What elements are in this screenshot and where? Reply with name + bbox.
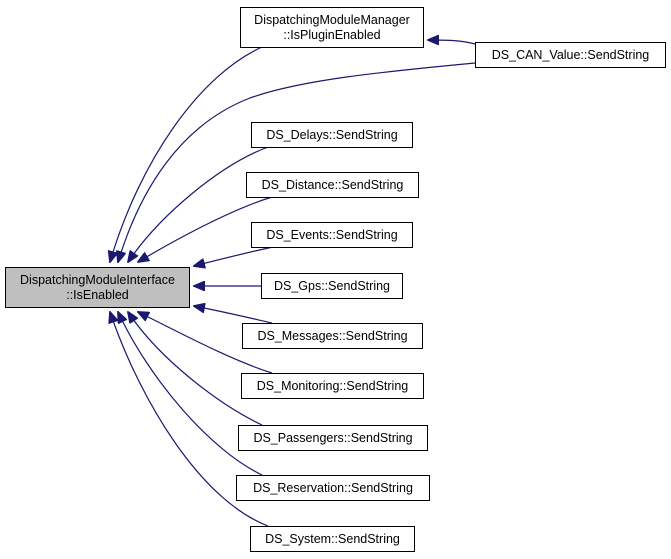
edge-messages-to-root	[194, 306, 273, 324]
edge-distance-to-root	[138, 196, 273, 262]
node-label: DS_Delays::SendString	[266, 127, 398, 142]
node-label: DS_Passengers::SendString	[253, 430, 413, 445]
node-reservation-send-string[interactable]: DS_Reservation::SendString	[236, 475, 430, 501]
edge-can-to-root	[118, 62, 476, 262]
node-monitoring-send-string[interactable]: DS_Monitoring::SendString	[241, 373, 424, 399]
node-gps-send-string[interactable]: DS_Gps::SendString	[261, 273, 403, 299]
node-label: DS_CAN_Value::SendString	[491, 47, 650, 62]
node-label-line: DispatchingModuleInterface	[20, 272, 175, 287]
edge-passengers-to-root	[128, 312, 263, 426]
node-label: DS_Distance::SendString	[261, 177, 404, 192]
node-label: DS_System::SendString	[265, 531, 400, 546]
node-system-send-string[interactable]: DS_System::SendString	[250, 526, 415, 552]
node-messages-send-string[interactable]: DS_Messages::SendString	[242, 323, 423, 349]
node-label-line: ::IsEnabled	[66, 287, 129, 302]
edge-monitoring-to-root	[138, 312, 273, 374]
node-label: DS_Events::SendString	[266, 227, 398, 242]
node-label: DS_Monitoring::SendString	[256, 378, 409, 393]
node-label: DS_Gps::SendString	[273, 278, 391, 293]
node-can-value-send-string[interactable]: DS_CAN_Value::SendString	[475, 42, 666, 68]
edge-events-to-root	[194, 246, 274, 266]
node-label-line: ::IsPluginEnabled	[283, 27, 381, 42]
node-label: DS_Reservation::SendString	[253, 480, 413, 495]
edge-reservation-to-root	[118, 312, 263, 476]
edge-system-to-root	[110, 312, 269, 527]
node-delays-send-string[interactable]: DS_Delays::SendString	[251, 122, 413, 148]
node-passengers-send-string[interactable]: DS_Passengers::SendString	[238, 425, 428, 451]
edge-can-to-manager	[428, 40, 476, 44]
edge-delays-to-root	[128, 146, 269, 262]
node-root-is-enabled: DispatchingModuleInterface ::IsEnabled	[5, 267, 190, 308]
node-label: DS_Messages::SendString	[257, 328, 408, 343]
node-distance-send-string[interactable]: DS_Distance::SendString	[246, 172, 419, 198]
node-events-send-string[interactable]: DS_Events::SendString	[251, 222, 413, 248]
node-label-line: DispatchingModuleManager	[254, 12, 410, 27]
edge-manager-to-root	[110, 46, 263, 262]
node-manager-is-plugin-enabled[interactable]: DispatchingModuleManager ::IsPluginEnabl…	[240, 7, 424, 48]
